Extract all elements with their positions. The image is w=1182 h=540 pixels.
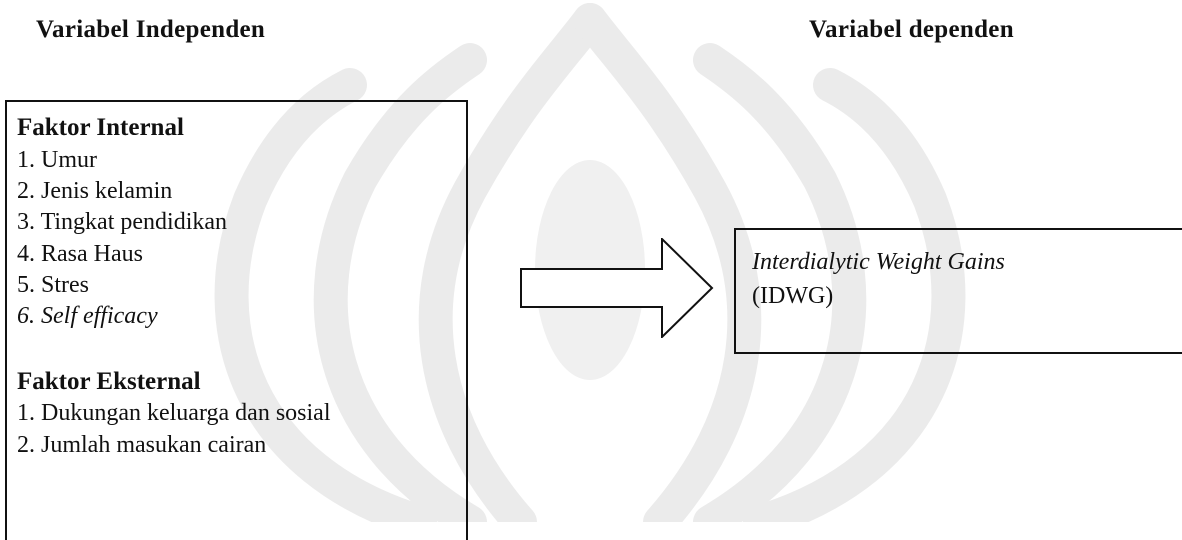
internal-factor-item: 5. Stres [17, 272, 89, 298]
heading-dependent-variable: Variabel dependen [809, 16, 1014, 43]
dependent-variable-box: Interdialytic Weight Gains (IDWG) [734, 228, 1182, 354]
dependent-variable-name: Interdialytic Weight Gains [752, 249, 1005, 275]
dependent-variable-abbreviation: (IDWG) [752, 283, 834, 309]
internal-factor-item: 6. Self efficacy [17, 303, 158, 329]
internal-factor-item: 2. Jenis kelamin [17, 178, 173, 204]
internal-factor-item: 1. Umur [17, 147, 97, 173]
internal-factor-item: 4. Rasa Haus [17, 241, 143, 267]
internal-factor-title: Faktor Internal [17, 114, 184, 141]
external-factor-item: 2. Jumlah masukan cairan [17, 432, 267, 458]
independent-variable-box: Faktor Internal 1. Umur 2. Jenis kelamin… [5, 100, 468, 540]
heading-independent-variable: Variabel Independen [36, 16, 266, 43]
external-factor-item: 1. Dukungan keluarga dan sosial [17, 400, 331, 426]
external-factor-title: Faktor Eksternal [17, 368, 201, 395]
right-arrow-icon [520, 238, 714, 338]
internal-factor-item: 3. Tingkat pendidikan [17, 209, 228, 235]
